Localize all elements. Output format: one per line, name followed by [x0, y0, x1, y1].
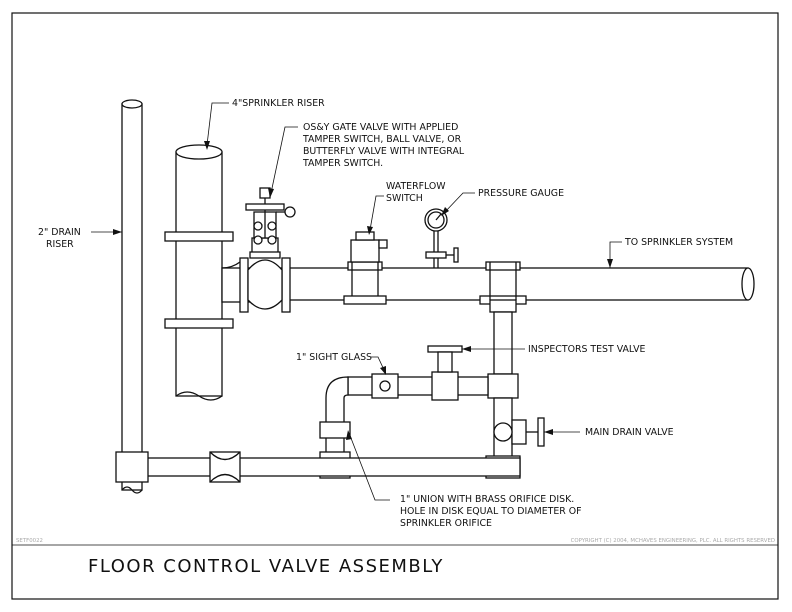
drain-riser-label: 2" DRAIN RISER: [38, 227, 84, 250]
sprinkler-riser-pipe: [164, 144, 234, 401]
drawing-title: FLOOR CONTROL VALVE ASSEMBLY: [88, 556, 444, 577]
main-pipe: [269, 267, 755, 301]
test-branch: [347, 345, 489, 401]
pressure-gauge-label: PRESSURE GAUGE: [478, 188, 564, 199]
main-drain-valve-label: MAIN DRAIN VALVE: [585, 427, 674, 438]
bottom-drain-pipe: [115, 451, 521, 483]
waterflow-switch-label: WATERFLOW SWITCH: [386, 181, 449, 204]
leader-lines: [91, 102, 622, 501]
main-drain-valve: [493, 417, 545, 447]
drawing-number: SETF0022: [16, 538, 43, 544]
union-note-label: 1" UNION WITH BRASS ORIFICE DISK. HOLE I…: [400, 494, 585, 529]
sight-glass-label: 1" SIGHT GLASS: [296, 352, 372, 363]
pressure-gauge: [424, 208, 459, 268]
gate-valve-label: OS&Y GATE VALVE WITH APPLIED TAMPER SWIT…: [302, 122, 467, 169]
inspectors-test-valve-label: INSPECTORS TEST VALVE: [528, 344, 646, 355]
gate-valve: [239, 187, 296, 313]
sheet-border: [11, 12, 779, 600]
main-tee-fitting: [479, 261, 527, 313]
drain-riser-pipe: [121, 99, 143, 494]
drain-drop-pipe: [485, 311, 521, 479]
waterflow-switch: [343, 231, 388, 305]
to-sprinkler-system-label: TO SPRINKLER SYSTEM: [624, 237, 733, 248]
copyright-notice: COPYRIGHT (C) 2004, MCHAVES ENGINEERING,…: [571, 538, 775, 544]
sprinkler-riser-label: 4"SPRINKLER RISER: [232, 98, 325, 109]
